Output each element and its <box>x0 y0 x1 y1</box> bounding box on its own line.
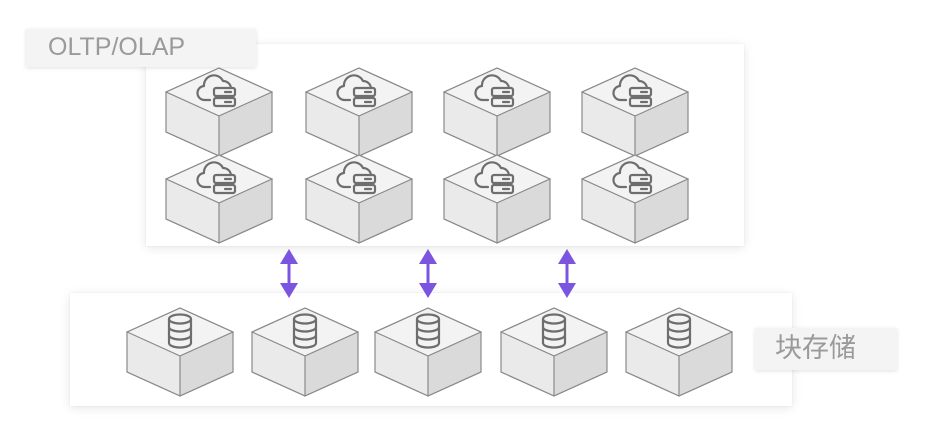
storage-nodes <box>126 307 733 397</box>
storage-node-2 <box>251 307 359 397</box>
compute-node-8 <box>581 154 689 244</box>
compute-nodes <box>165 67 689 244</box>
compute-layer-label: OLTP/OLAP <box>26 29 256 67</box>
storage-node-5 <box>625 307 733 397</box>
compute-node-3 <box>443 67 551 157</box>
double-arrow-vertical-icon <box>419 249 437 298</box>
double-arrow-vertical-icon <box>280 249 298 298</box>
storage-node-3 <box>374 307 482 397</box>
compute-node-5 <box>165 154 273 244</box>
storage-node-1 <box>126 307 234 397</box>
compute-node-2 <box>305 67 413 157</box>
compute-node-7 <box>443 154 551 244</box>
compute-node-6 <box>305 154 413 244</box>
storage-layer-label: 块存储 <box>755 328 897 370</box>
compute-node-4 <box>581 67 689 157</box>
double-arrow-vertical-icon <box>558 249 576 298</box>
storage-node-4 <box>500 307 608 397</box>
compute-node-1 <box>165 67 273 157</box>
connectors <box>280 249 576 298</box>
